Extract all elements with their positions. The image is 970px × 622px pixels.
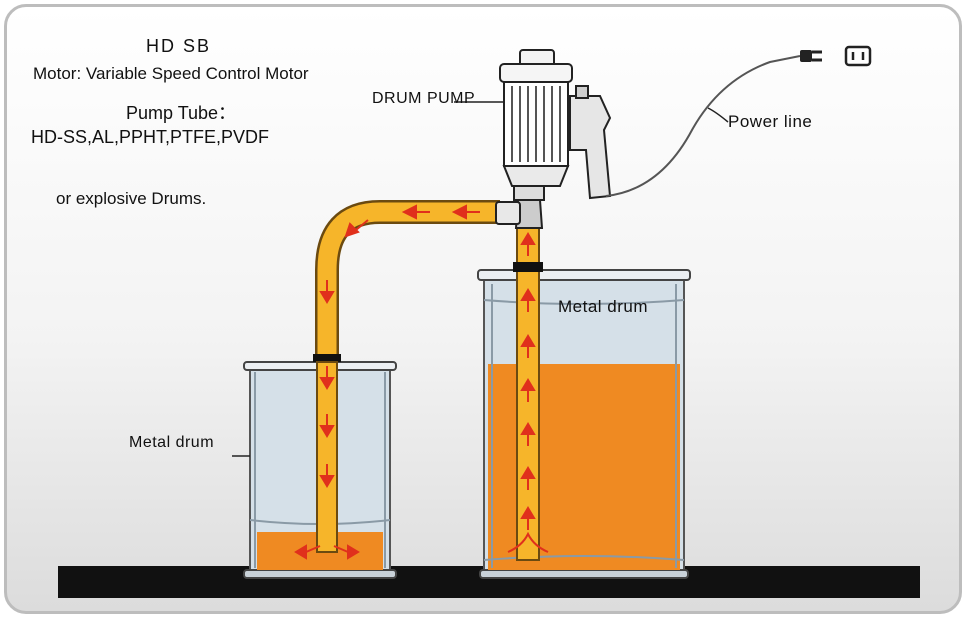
socket-icon — [844, 45, 872, 67]
drums-note: or explosive Drums. — [56, 189, 207, 208]
flow-arrow-icon — [294, 204, 549, 560]
left-drop-tube — [316, 361, 338, 553]
plug-icon — [800, 50, 822, 62]
right-drum-label: Metal drum — [558, 297, 649, 316]
pump-tube-materials: HD-SS,AL,PPHT,PTFE,PVDF — [31, 127, 270, 147]
drum-pump-motor — [454, 49, 612, 229]
pump-tube-collar — [513, 262, 543, 272]
power-line-label: Power line — [728, 112, 813, 131]
motor-text: Motor: Variable Speed Control Motor — [33, 64, 309, 83]
pump-tube-label: Pump Tube： — [126, 103, 237, 123]
model-text: HD SB — [146, 36, 212, 56]
left-drum-label: Metal drum — [129, 434, 215, 451]
drum-pump-label: DRUM PUMP — [372, 90, 476, 107]
power-cord — [605, 55, 801, 197]
hose-clamp-left — [313, 354, 341, 362]
